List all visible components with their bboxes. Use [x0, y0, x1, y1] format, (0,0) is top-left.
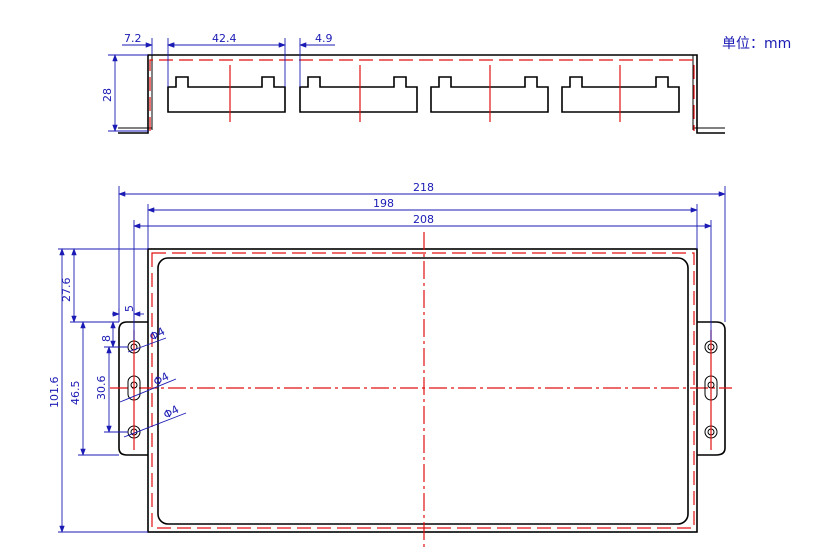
- dim-198: 198: [373, 197, 394, 210]
- hole-label-1: Φ4: [147, 325, 167, 344]
- front-inner-outline: [151, 252, 695, 529]
- dim-30-6: 30.6: [95, 376, 108, 401]
- dim-42-4: 42.4: [212, 32, 237, 45]
- right-flange: [697, 321, 726, 456]
- dim-208: 208: [413, 213, 434, 226]
- dim-218: 218: [413, 181, 434, 194]
- connector-2: [299, 65, 418, 122]
- dim-4-9: 4.9: [315, 32, 333, 45]
- left-flange: [118, 321, 148, 456]
- keyhole-right: [704, 375, 718, 401]
- top-view-inner-outline: [149, 59, 695, 131]
- main-body: [147, 248, 698, 533]
- dim-101-6: 101.6: [48, 377, 61, 409]
- unit-label: 单位：mm: [722, 36, 791, 52]
- dim-46-5: 46.5: [69, 381, 82, 406]
- dim-28: 28: [101, 88, 114, 102]
- dim-7-2: 7.2: [124, 32, 142, 45]
- hole-label-3: Φ4: [161, 403, 181, 422]
- connector-3: [430, 65, 549, 122]
- top-view-outline: [118, 54, 725, 134]
- dim-8: 8: [100, 335, 113, 342]
- hole-label-2: Φ4: [151, 370, 171, 389]
- top-view: 7.2 42.4 4.9 28: [101, 32, 725, 134]
- connector-1: [167, 65, 286, 122]
- dim-5: 5: [123, 305, 136, 312]
- front-view: 218 198 208 101.6 27.6 46.5 30.6 8 5: [48, 181, 732, 550]
- dim-27-6: 27.6: [60, 278, 73, 303]
- inner-panel: [157, 257, 689, 525]
- connector-4: [561, 65, 680, 122]
- right-holes: [704, 330, 718, 450]
